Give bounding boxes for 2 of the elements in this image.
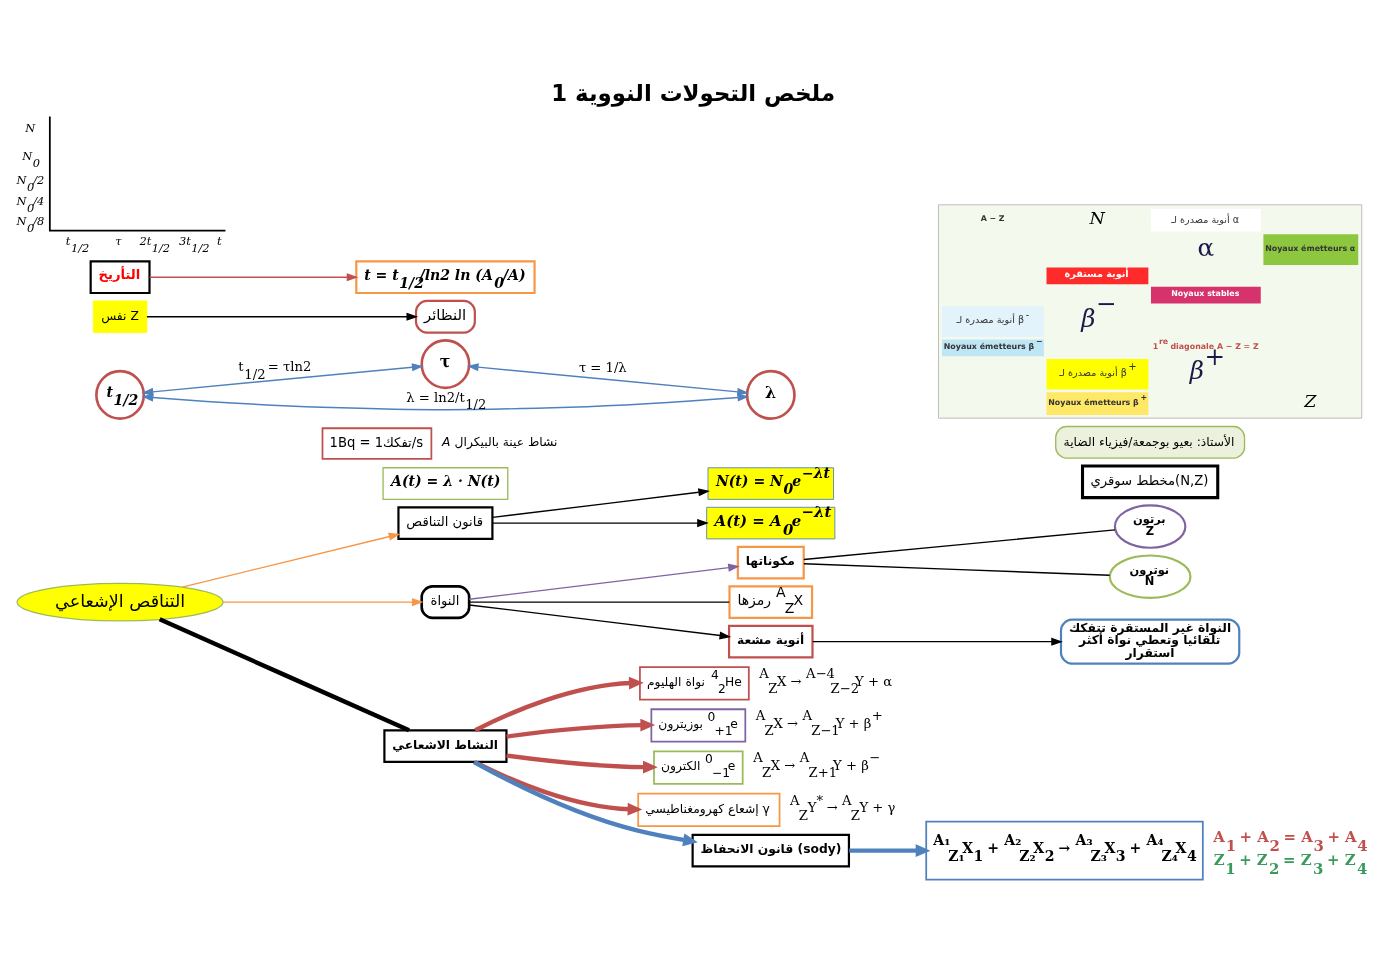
diagram-title: ملخص التحولات النووية 1 (551, 79, 836, 106)
edge-label: τ = 1/λ (578, 359, 627, 375)
